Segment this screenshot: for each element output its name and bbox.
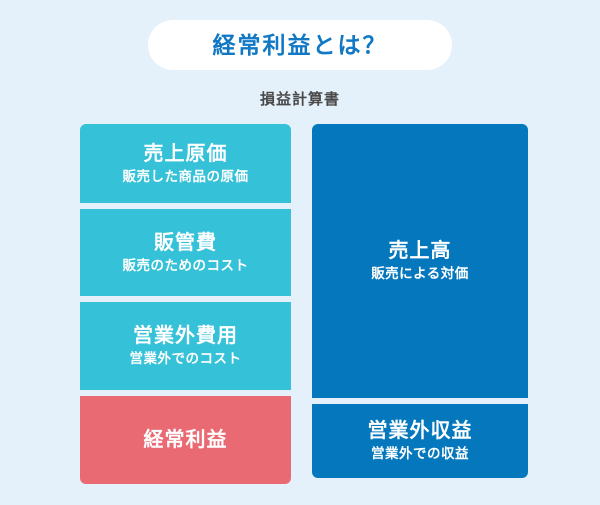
box-nonoperating-expenses: 営業外費用 営業外でのコスト <box>80 302 291 390</box>
box-net-sales-title: 売上高 <box>388 240 452 263</box>
box-nonoperating-expenses-title: 営業外費用 <box>133 325 238 348</box>
box-nonoperating-income-subtitle: 営業外での収益 <box>371 446 469 462</box>
title-pill: 経常利益とは？ <box>148 20 452 70</box>
page-title: 経常利益とは？ <box>212 31 388 58</box>
box-nonoperating-expenses-subtitle: 営業外でのコスト <box>129 351 242 367</box>
box-net-sales: 売上高 販売による対価 <box>312 124 528 398</box>
box-cost-of-sales: 売上原価 販売した商品の原価 <box>80 124 291 203</box>
box-ordinary-profit: 経常利益 <box>80 396 291 484</box>
box-cost-of-sales-title: 売上原価 <box>143 142 228 165</box>
box-sga-expenses: 販管費 販売のためのコスト <box>80 209 291 296</box>
box-nonoperating-income: 営業外収益 営業外での収益 <box>312 404 528 478</box>
pl-diagram: 売上原価 販売した商品の原価 販管費 販売のためのコスト 営業外費用 営業外での… <box>80 124 528 484</box>
box-cost-of-sales-subtitle: 販売した商品の原価 <box>122 168 249 184</box>
box-net-sales-subtitle: 販売による対価 <box>371 266 469 282</box>
box-nonoperating-income-title: 営業外収益 <box>367 420 473 443</box>
box-sga-expenses-title: 販管費 <box>154 231 217 254</box>
box-ordinary-profit-title: 経常利益 <box>143 429 228 451</box>
expenses-column: 売上原価 販売した商品の原価 販管費 販売のためのコスト 営業外費用 営業外での… <box>80 124 291 484</box>
revenue-column: 売上高 販売による対価 営業外収益 営業外での収益 <box>312 124 528 478</box>
box-sga-expenses-subtitle: 販売のためのコスト <box>122 257 249 273</box>
diagram-subtitle: 損益計算書 <box>259 91 340 108</box>
